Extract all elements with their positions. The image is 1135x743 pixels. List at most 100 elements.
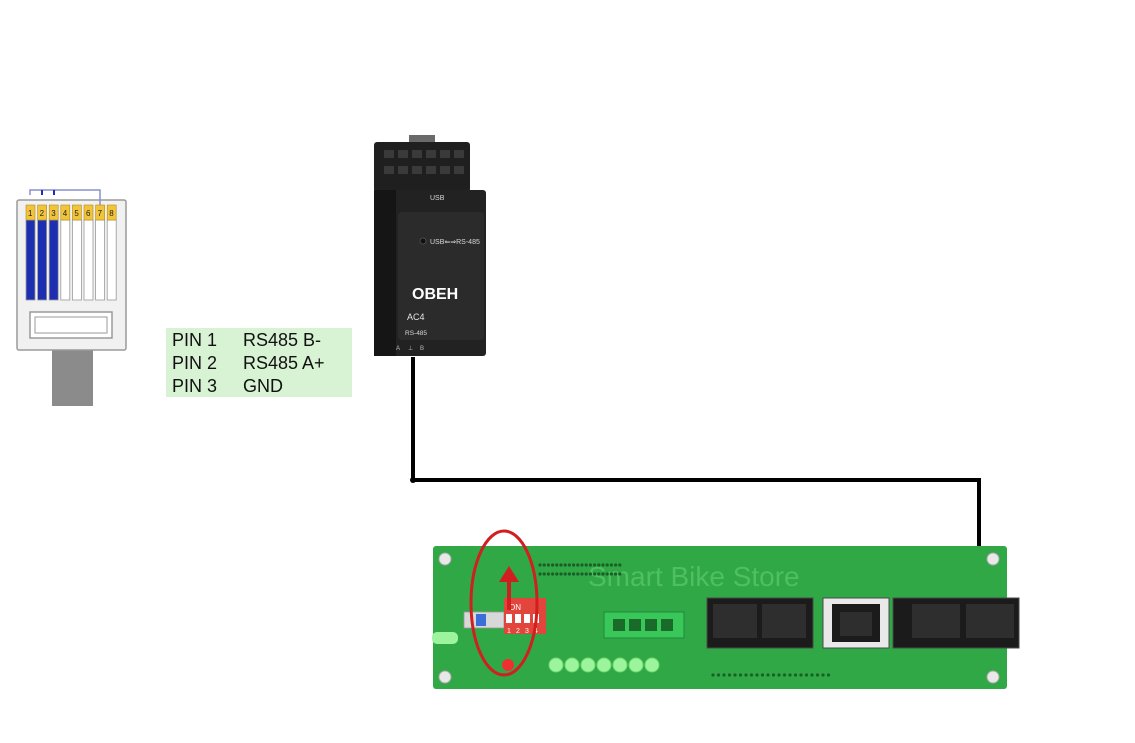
connector-pin-number: 1 [28,209,33,218]
header-pin [584,563,588,567]
header-pin [601,572,605,576]
dip-number-1: 1 [507,628,511,635]
header-pin [601,563,605,567]
mounting-holes [438,552,1000,684]
header-pin [559,563,563,567]
header-pin [555,572,559,576]
header-pin [538,563,542,567]
connector-wire [37,219,47,301]
connector-wire [83,219,94,301]
header-pin [614,563,618,567]
usb-label: USB [430,195,445,202]
green-led [596,657,612,673]
header-pin [804,673,809,677]
connector-wire [60,219,71,301]
header-pin [576,572,580,576]
header-pin [605,563,609,567]
header-pin [563,563,567,567]
header-pin [546,572,551,576]
header-pin [711,673,715,677]
header-pin [716,673,721,677]
header-pin [538,572,542,576]
header-pin [609,572,614,576]
header-pin [733,673,737,677]
header-pin [799,673,803,677]
header-pin [618,572,622,576]
header-pin [815,673,820,677]
header-pin [766,673,770,677]
pin-signal: GND [243,376,283,396]
dip-number-2: 2 [516,628,520,635]
connector-pin-number: 6 [86,209,91,218]
header-pins [538,563,831,677]
dip-highlight-circle [469,529,539,677]
header-pin [597,572,601,576]
header-pin [777,673,781,677]
terminal-ground-label: ⊥ [408,345,413,352]
connector-wires [25,219,117,301]
connector-pin-number: 5 [74,209,79,218]
header-pin [826,673,831,677]
pin-number: PIN 3 [172,376,218,396]
connector-pin-number: 2 [40,209,45,218]
header-pin [609,563,614,567]
dip-on-label: ON [509,603,521,612]
terminal-b-label: B [420,346,424,352]
connector-wire [95,219,105,301]
header-pin [555,563,559,567]
header-pin [546,563,551,567]
green-led [612,657,628,673]
header-pin [559,572,563,576]
terminal-a-label: A [396,346,400,352]
pin-signal: RS485 B- [243,330,322,350]
header-pin [551,572,555,576]
connector-contact [37,204,47,221]
connector-contact [48,204,59,221]
header-pin [572,563,576,567]
connector-contact [72,204,82,221]
header-pin [614,572,618,576]
header-pin [542,572,546,576]
connector-wire [72,219,82,301]
header-pin [722,673,726,677]
header-pin [576,563,580,567]
pin-number: PIN 1 [172,330,218,350]
pin-number: PIN 2 [172,353,218,373]
model-label: AC4 [407,312,425,322]
mode-label: USB⇐⇒RS-485 [430,239,480,246]
header-pin [563,572,567,576]
watermark: Smart Bike Store [588,561,800,592]
connector-contact [95,204,105,221]
header-pin [793,673,798,677]
status-led [419,237,427,245]
header-pin [782,673,787,677]
green-led [548,657,564,673]
header-pin [567,563,572,567]
connector-cable [52,348,93,406]
header-pin [580,563,584,567]
header-pin [760,673,765,677]
indicator-leds [548,657,660,673]
connector-pin-number: 4 [63,209,68,218]
converter-front-panel [398,212,484,340]
connector-contact [83,204,94,221]
header-pin [593,563,597,567]
header-pin [567,572,572,576]
pin-legend: PIN 1 RS485 B- PIN 2 RS485 A+ PIN 3 GND [166,328,352,397]
header-pin [738,673,743,677]
green-led [564,657,580,673]
connector-contact [60,204,71,221]
green-led [628,657,644,673]
red-led [502,659,514,671]
connector-wire [106,219,117,301]
header-pin [788,673,792,677]
dip-number-3: 3 [525,628,529,635]
header-pin [771,673,776,677]
header-pin [588,563,593,567]
header-pin [597,563,601,567]
header-pin [588,572,593,576]
header-pin [551,563,555,567]
